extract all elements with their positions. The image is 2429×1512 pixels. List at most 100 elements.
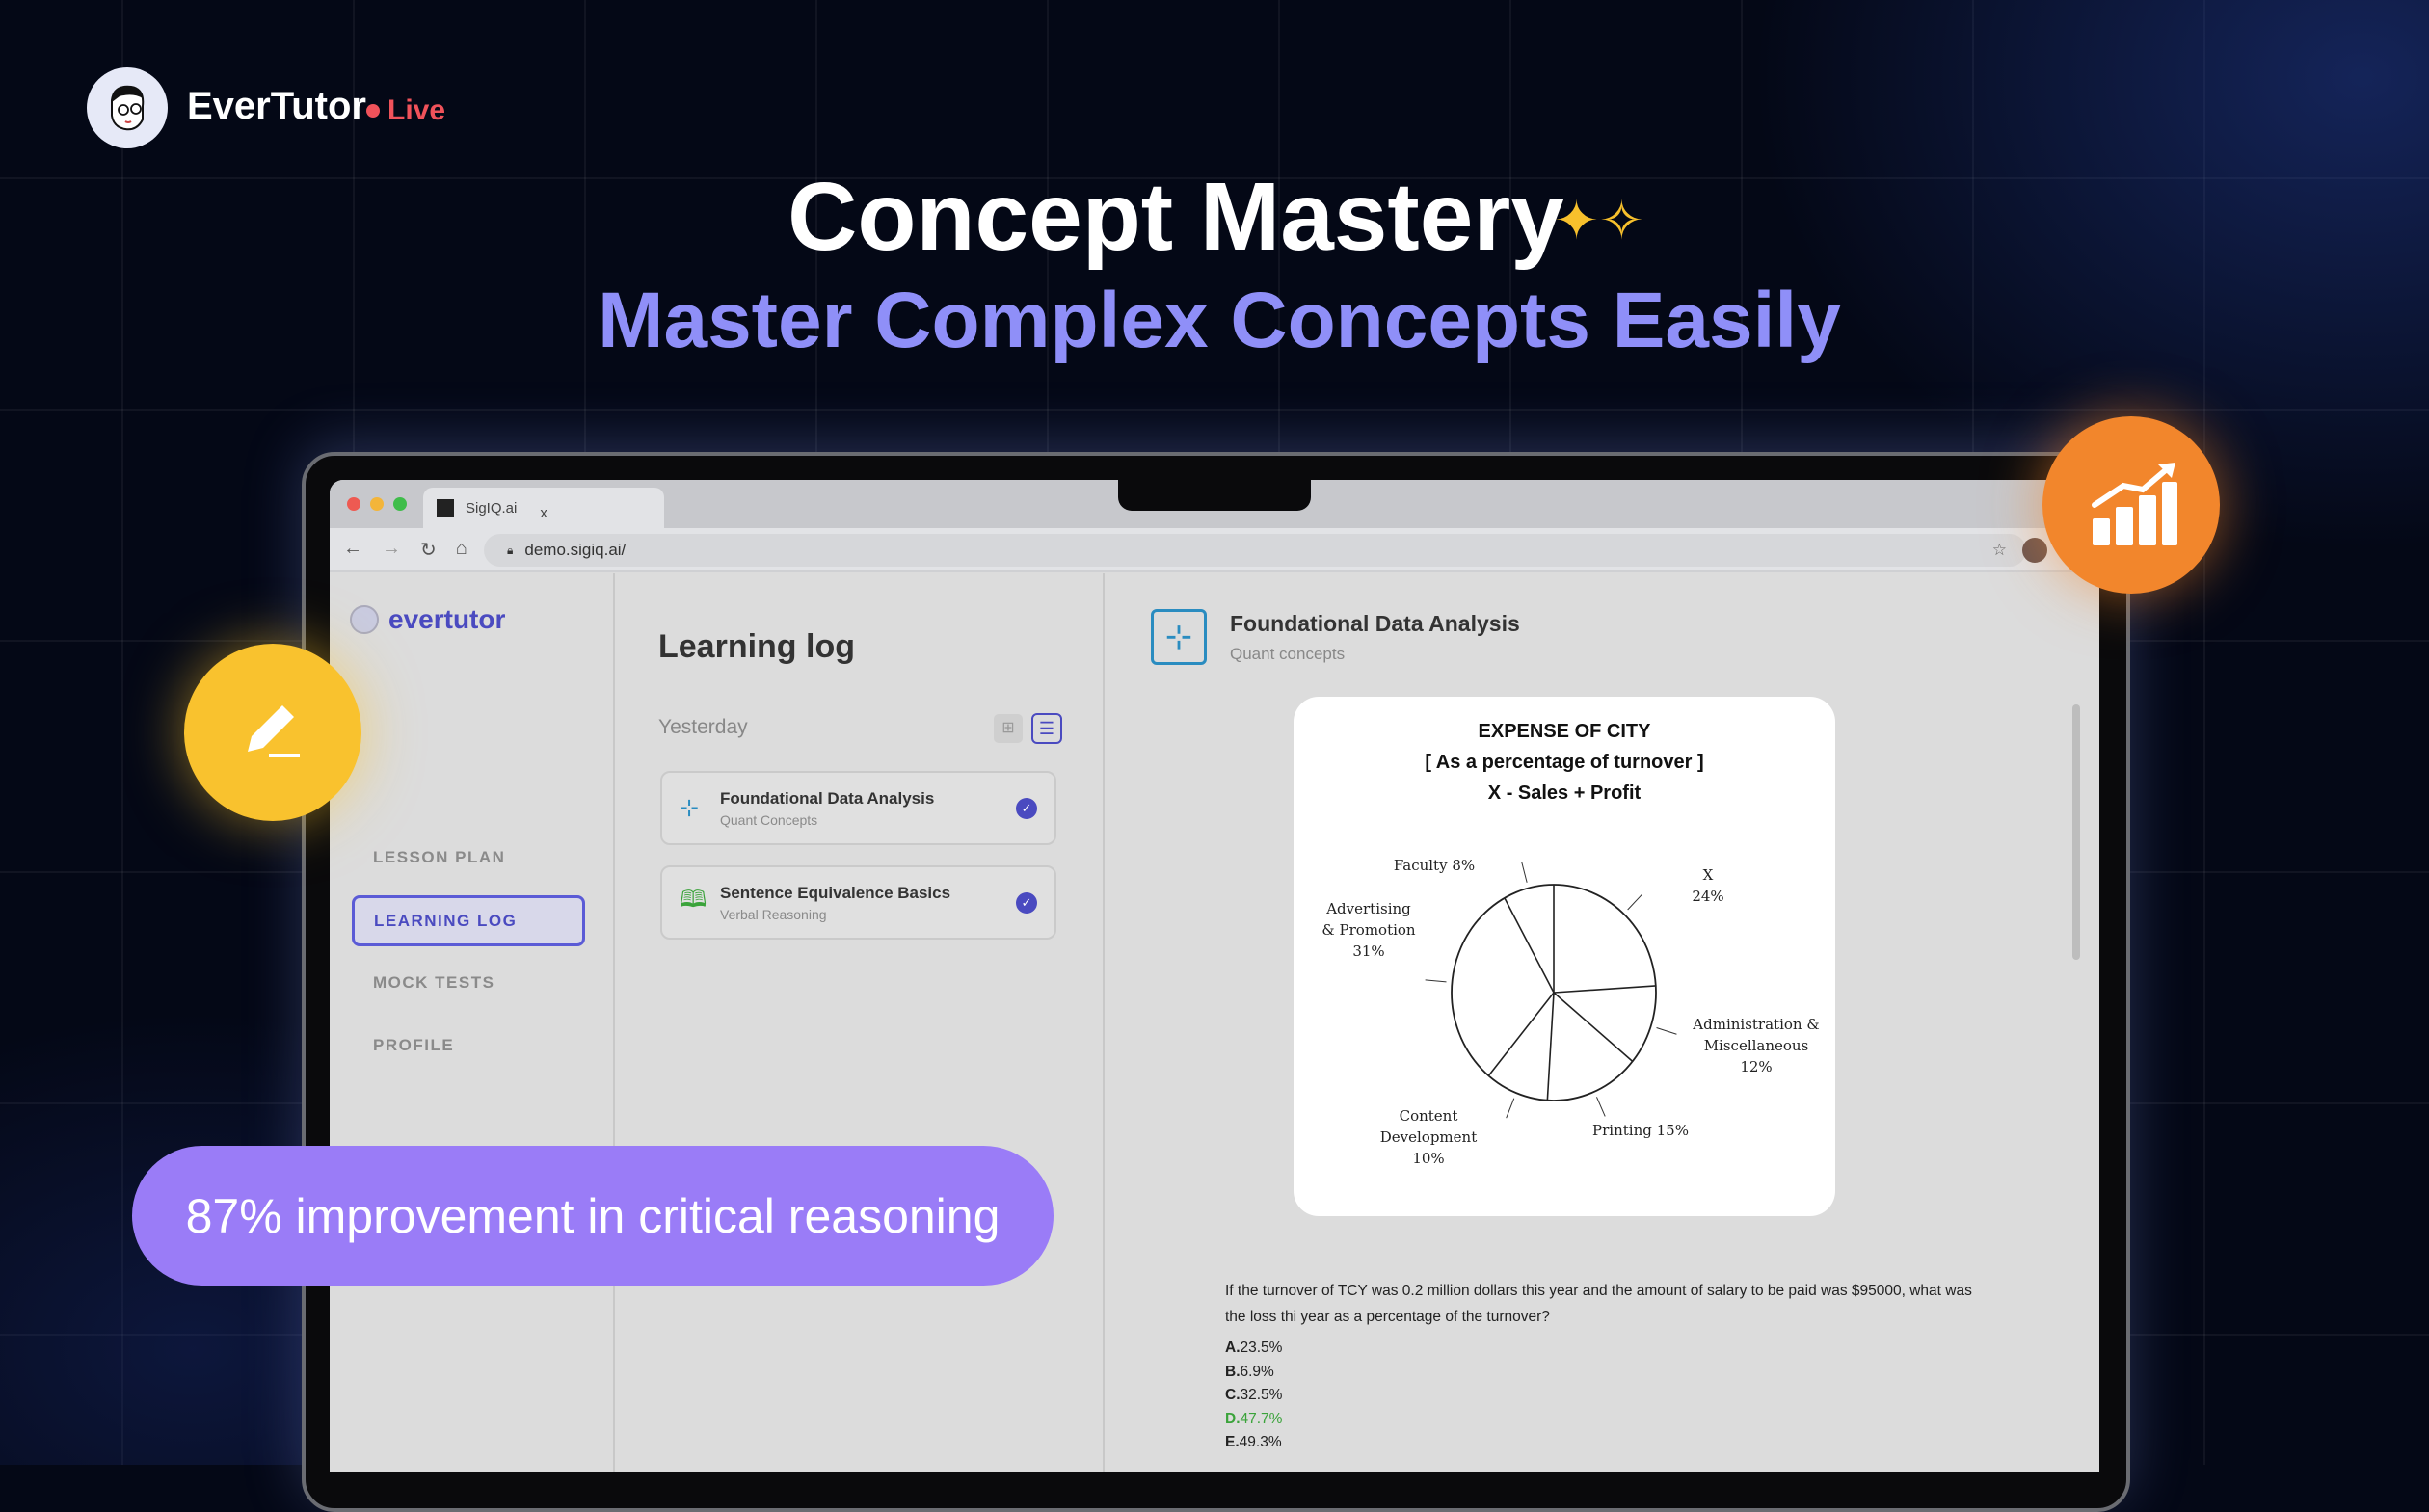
list-view-button[interactable]: ☰: [1031, 713, 1062, 744]
check-icon: ✓: [1016, 891, 1037, 914]
logo-avatar-icon: [350, 605, 379, 634]
pie-label: Faculty 8%: [1394, 857, 1475, 874]
pie-leader-line: [1425, 979, 1447, 983]
maximize-window-button[interactable]: [393, 497, 407, 511]
nav-learning-log[interactable]: LEARNING LOG: [352, 895, 585, 946]
learning-log-panel: Learning log Yesterday ⊞ ☰ ⊹ Foundationa…: [615, 573, 1105, 1472]
favicon-icon: [437, 499, 454, 517]
profile-avatar[interactable]: [2022, 538, 2047, 563]
pie-label: Miscellaneous: [1704, 1037, 1809, 1054]
answer-option[interactable]: A.23.5%: [1225, 1340, 1282, 1357]
option-key: C.: [1225, 1387, 1241, 1403]
browser-tab[interactable]: SigIQ.ai x: [423, 488, 664, 528]
minimize-window-button[interactable]: [370, 497, 384, 511]
nav-lesson-plan[interactable]: LESSON PLAN: [373, 848, 506, 866]
book-icon: 🕮: [680, 887, 707, 913]
option-key: D.: [1225, 1410, 1241, 1427]
home-icon[interactable]: ⌂: [455, 538, 467, 559]
url-text: demo.sigiq.ai/: [524, 541, 627, 559]
math-operations-icon: ⊹: [1151, 609, 1207, 665]
pie-label: 24%: [1692, 888, 1723, 905]
live-label: Live: [387, 94, 446, 126]
lock-icon: 🔒︎: [507, 543, 514, 557]
browser-window: SigIQ.ai x ← → ↻ ⌂ 🔒︎ demo.sigiq.ai/ ☆ ever…: [330, 480, 2099, 1472]
pie-label: 12%: [1740, 1058, 1772, 1075]
tutor-face-icon: [111, 85, 145, 131]
pie-label: Printing 15%: [1592, 1122, 1689, 1139]
pie-chart: X 24% Administration & Miscellaneous 12% Prin…: [1321, 857, 1819, 1167]
option-key: B.: [1225, 1363, 1241, 1380]
url-input[interactable]: 🔒︎ demo.sigiq.ai/ ☆: [484, 534, 2026, 567]
pie-slice-edge: [1504, 897, 1555, 994]
check-icon: ✓: [1016, 797, 1037, 819]
live-dot-icon: [366, 104, 380, 118]
live-badge: Live: [366, 94, 445, 127]
pencil-icon: [248, 705, 300, 757]
pie-slice-edge: [1553, 992, 1634, 1062]
tab-close-button[interactable]: x: [540, 504, 547, 521]
grid-view-button[interactable]: ⊞: [994, 714, 1023, 743]
card-title: Foundational Data Analysis: [720, 788, 935, 808]
stat-pill: 87% improvement in critical reasoning: [132, 1146, 1054, 1286]
nav-buttons: ← → ↻ ⌂: [343, 538, 467, 562]
chart-note: X - Sales + Profit: [1487, 783, 1642, 804]
detail-title: Foundational Data Analysis: [1230, 611, 1520, 636]
answer-option[interactable]: D.47.7%: [1225, 1411, 1282, 1428]
pie-label: X: [1703, 866, 1714, 884]
question-text: If the turnover of TCY was 0.2 million d…: [1225, 1283, 1972, 1325]
forward-icon[interactable]: →: [382, 538, 401, 559]
app-logo[interactable]: evertutor: [350, 604, 505, 635]
group-label: Yesterday: [658, 716, 748, 738]
reload-icon[interactable]: ↻: [420, 540, 437, 561]
pie-label: Advertising: [1325, 900, 1411, 917]
answer-option[interactable]: B.6.9%: [1225, 1364, 1274, 1381]
pie-label: Development: [1380, 1128, 1477, 1146]
pie-label: 31%: [1352, 942, 1384, 960]
pie-leader-line: [1656, 1026, 1677, 1035]
pie-label: Content: [1400, 1107, 1458, 1125]
pie-label: 10%: [1412, 1150, 1444, 1167]
option-key: E.: [1225, 1434, 1240, 1450]
card-subtitle: Quant Concepts: [720, 811, 818, 828]
camera-notch: [1118, 480, 1311, 511]
option-value: 47.7%: [1240, 1410, 1283, 1427]
hero-title: Concept Mastery: [787, 163, 1564, 271]
option-value: 49.3%: [1239, 1434, 1282, 1450]
option-value: 23.5%: [1240, 1340, 1283, 1356]
close-window-button[interactable]: [347, 497, 360, 511]
chart-subtitle: [ As a percentage of turnover ]: [1425, 752, 1704, 773]
pie-slice-edge: [1487, 992, 1555, 1076]
window-controls: [347, 497, 407, 511]
card-subtitle: Verbal Reasoning: [720, 906, 827, 922]
learning-log-title: Learning log: [658, 628, 855, 665]
pencil-badge: [184, 644, 361, 821]
sidebar: evertutor LESSON PLAN LEARNING LOG MOCK …: [330, 573, 615, 1472]
answer-option[interactable]: C.32.5%: [1225, 1387, 1282, 1404]
address-bar: ← → ↻ ⌂ 🔒︎ demo.sigiq.ai/ ☆: [330, 528, 2099, 572]
pie-slice-edge: [1546, 992, 1555, 1101]
nav-mock-tests[interactable]: MOCK TESTS: [373, 973, 495, 992]
math-operations-icon: ⊹: [680, 795, 700, 821]
nav-profile[interactable]: PROFILE: [373, 1036, 455, 1054]
card-title: Sentence Equivalence Basics: [720, 883, 951, 902]
chart-title: EXPENSE OF CITY: [1478, 721, 1651, 742]
answer-option[interactable]: E.49.3%: [1225, 1434, 1282, 1451]
pie-label: & Promotion: [1321, 921, 1416, 939]
back-icon[interactable]: ←: [343, 538, 362, 559]
growth-badge: [2042, 416, 2220, 594]
brand-name: EverTutor: [187, 85, 366, 127]
pie-chart-card: EXPENSE OF CITY [ As a percentage of tur…: [1294, 697, 1835, 1216]
pie-label: Administration &: [1692, 1016, 1819, 1033]
sparkle-icon: ✦✧: [1554, 190, 1644, 251]
pie-leader-line: [1596, 1097, 1606, 1117]
pie-leader-line: [1627, 893, 1643, 911]
scrollbar[interactable]: [2072, 704, 2080, 960]
pie-outline: [1451, 884, 1657, 1101]
bookmark-star-icon[interactable]: ☆: [1991, 541, 2007, 559]
brand-avatar: [87, 67, 168, 148]
tab-title: SigIQ.ai: [466, 499, 518, 517]
option-value: 32.5%: [1240, 1387, 1283, 1403]
detail-subtitle: Quant concepts: [1230, 645, 1346, 663]
